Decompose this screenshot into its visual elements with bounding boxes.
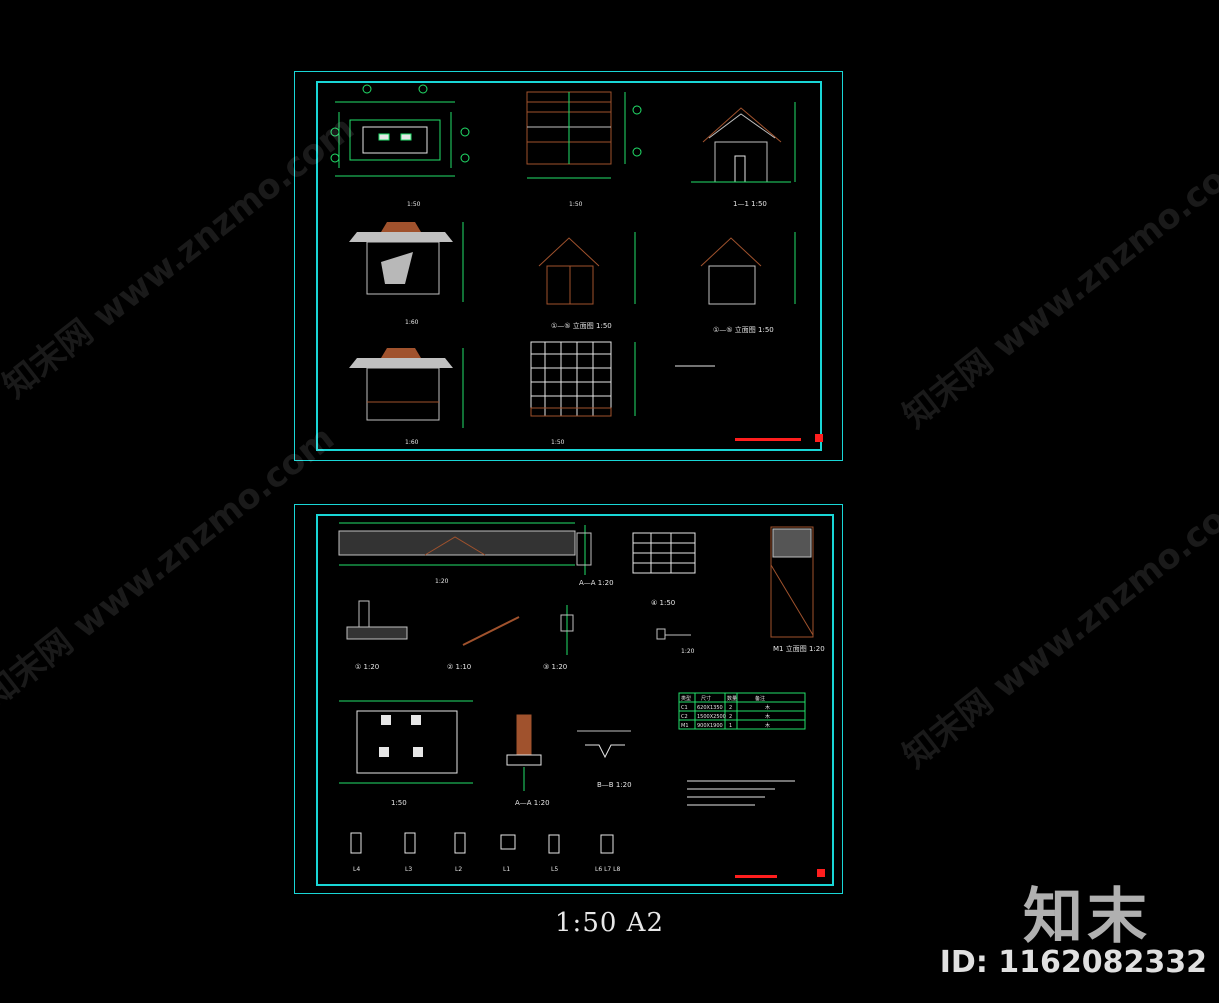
- view-title-section-1-1: 1—1 1:50: [733, 200, 767, 208]
- door-schedule-table: [678, 692, 806, 730]
- view-title-door: M1 立面图 1:20: [773, 644, 825, 653]
- watermark: 知末网 www.znzmo.com: [0, 418, 342, 717]
- view-title-detail-1: ① 1:20: [355, 663, 379, 671]
- section-1-1: [691, 102, 796, 183]
- roof-plan: [526, 91, 642, 179]
- table-cell: 620X1350: [697, 705, 723, 711]
- table-cell: 2: [729, 705, 732, 711]
- table-cell: 1500X2500: [697, 714, 726, 720]
- beam-labels: L4 L3 L2 L1 L5 L6 L7 L8: [353, 866, 620, 873]
- table-header-type: 类型: [681, 695, 691, 702]
- sheet-2-inner-frame: [316, 514, 834, 886]
- image-id: ID: 1162082332: [939, 945, 1207, 980]
- watermark: 知末网 www.znzmo.com: [895, 138, 1219, 437]
- brand-logo: 知末: [1023, 882, 1151, 952]
- section-a-a-small: [576, 525, 592, 575]
- section-a-a: [506, 714, 542, 791]
- drawing-sheet-2: 1:20 A—A 1:20 ④ 1:50 M1 立面图 1:20 ① 1:20 …: [294, 504, 843, 894]
- detail-2: [462, 616, 520, 646]
- wall-elevation: [338, 522, 576, 566]
- view-title-elevation-b: ①—⑤ 立面图 1:50: [713, 325, 774, 334]
- beam-label: L1: [503, 866, 510, 873]
- view-title-roof: 1:50: [569, 201, 583, 208]
- view-title-b-b: B—B 1:20: [597, 781, 632, 789]
- view-title-elevation-a: ①—⑤ 立面图 1:50: [551, 321, 612, 330]
- table-cell: C1: [681, 705, 688, 711]
- table-cell: 900X1900: [697, 723, 723, 729]
- view-title-framing-plan: 1:50: [551, 439, 565, 446]
- table-cell: 木: [765, 704, 770, 711]
- sheet-1-inner-frame: [316, 81, 822, 451]
- sheet-1-drawings: 1:50 1:50 1—1 1:50: [330, 84, 823, 446]
- front-elevation: [349, 222, 464, 302]
- view-title-plan: 1:50: [407, 201, 421, 208]
- door-elevation: [770, 526, 814, 638]
- view-title-rear-elevation: 1:60: [405, 439, 419, 446]
- table-cell: M1: [681, 723, 689, 729]
- view-title-detail-3: ③ 1:20: [543, 663, 567, 671]
- foundation-plan: [339, 700, 473, 784]
- table-cell: 木: [765, 713, 770, 720]
- table-header-note: 备注: [755, 695, 765, 702]
- view-title-window: ④ 1:50: [651, 599, 675, 607]
- rear-elevation: [349, 348, 464, 428]
- view-title-a-a-small: A—A 1:20: [579, 579, 614, 587]
- window-elevation: [632, 532, 696, 574]
- door-schedule-header: 类型 尺寸 数量 备注: [681, 695, 765, 702]
- view-title-wall: 1:20: [435, 578, 449, 585]
- drawing-sheet-1: 1:50 1:50 1—1 1:50: [294, 71, 843, 461]
- view-title-detail-small: 1:20: [681, 648, 695, 655]
- section-b-b: [577, 730, 631, 759]
- view-title-front-elevation: 1:60: [405, 319, 419, 326]
- detail-small: [656, 628, 691, 640]
- side-elevation-2: [700, 232, 796, 305]
- table-cell: 木: [765, 722, 770, 729]
- sheet-2-drawings: 1:20 A—A 1:20 ④ 1:50 M1 立面图 1:20 ① 1:20 …: [338, 522, 825, 878]
- view-title-foundation: 1:50: [391, 799, 407, 807]
- beam-label: L3: [405, 866, 412, 873]
- view-title-a-a: A—A 1:20: [515, 799, 550, 807]
- side-elevation-1: [538, 232, 636, 305]
- detail-3: [560, 605, 574, 655]
- framing-plan: [530, 341, 636, 417]
- table-header-qty: 数量: [727, 695, 737, 702]
- door-schedule-rows: C1 620X1350 2 木 C2 1500X2500 2 木 M1 900X…: [681, 704, 770, 729]
- detail-1: [346, 600, 408, 640]
- table-cell: 2: [729, 714, 732, 720]
- beam-label: L2: [455, 866, 462, 873]
- beam-sections: [350, 832, 614, 854]
- view-title-detail-2: ② 1:10: [447, 663, 471, 671]
- title-block-bar: [735, 438, 801, 441]
- beam-label: L4: [353, 866, 360, 873]
- scale-label: 1:50 A2: [555, 908, 664, 938]
- beam-label: L5: [551, 866, 558, 873]
- table-cell: C2: [681, 714, 688, 720]
- title-block-stamp: [815, 434, 823, 442]
- table-header-size: 尺寸: [701, 695, 711, 702]
- title-block-bar: [735, 875, 777, 878]
- floor-plan: [330, 84, 470, 177]
- design-notes: [687, 780, 795, 806]
- table-cell: 1: [729, 723, 732, 729]
- title-block-stamp: [817, 869, 825, 877]
- beam-label: L6 L7 L8: [595, 866, 620, 873]
- watermark: 知末网 www.znzmo.com: [895, 478, 1219, 777]
